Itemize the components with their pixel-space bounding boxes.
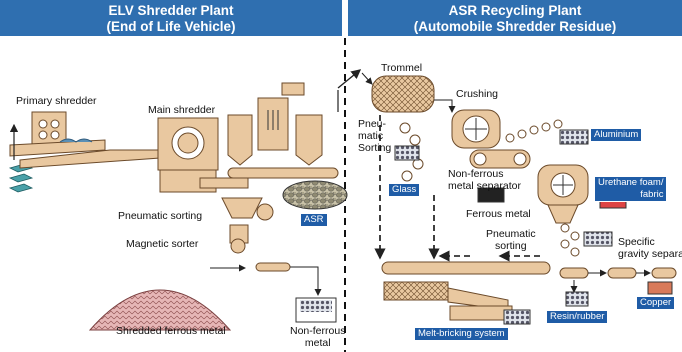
elv-header-title: ELV Shredder Plant xyxy=(0,3,342,19)
glass-bin xyxy=(395,146,419,160)
trommel-machine xyxy=(362,73,434,112)
melt-bricking-machine xyxy=(384,282,530,324)
label-matic: matic xyxy=(358,130,391,142)
asr-header-subtitle: (Automobile Shredder Residue) xyxy=(348,19,682,35)
box-glass: Glass xyxy=(388,183,420,197)
label-sorting: Sorting xyxy=(358,142,391,154)
primary-shredder-machine xyxy=(10,112,105,156)
label-ferrous-metal: Ferrous metal xyxy=(466,208,531,220)
label-pneumatic-sorting-b: Pneumatic sorting xyxy=(486,228,536,252)
belt-conveyor xyxy=(228,168,338,178)
asr-header-title: ASR Recycling Plant xyxy=(348,3,682,19)
label-non-ferrous-separator: Non-ferrous metal separator xyxy=(448,168,521,192)
pneumatic-sorting-column-b xyxy=(561,224,579,256)
label-specific: Specific xyxy=(618,236,682,248)
box-urethane: Urethane foam/ fabric xyxy=(594,176,667,202)
non-ferrous-separator-machine xyxy=(470,150,530,168)
label-non-ferrous-line1: Non-ferrous xyxy=(290,325,345,337)
label-shredded-ferrous-metal: Shredded ferrous metal xyxy=(116,325,226,337)
specific-gravity-bin xyxy=(584,232,612,246)
label-non-ferrous-metal: Non-ferrous metal xyxy=(290,325,345,349)
label-pneumatic-b-line1: Pneumatic xyxy=(486,228,536,240)
label-pneumatic-sorting: Pneumatic sorting xyxy=(118,210,202,222)
urethane-separator-machine xyxy=(538,165,588,223)
label-gravity-separator: gravity separator xyxy=(618,248,682,260)
box-resin-rubber: Resin/rubber xyxy=(546,310,608,324)
box-copper: Copper xyxy=(636,296,675,310)
label-specific-gravity: Specific gravity separator xyxy=(618,236,682,260)
label-pneumatic-sorting-a: Pneu- matic Sorting xyxy=(358,118,391,154)
label-magnetic-sorter: Magnetic sorter xyxy=(126,238,198,250)
label-pneumatic-b-line2: sorting xyxy=(486,240,536,252)
copper-bin xyxy=(648,282,672,294)
label-crushing: Crushing xyxy=(456,88,498,100)
conveyor-chain-a xyxy=(506,120,562,142)
label-non-ferrous-line2: metal xyxy=(290,337,345,349)
cyclone-separators xyxy=(228,83,322,165)
pneumatic-sorting-machine xyxy=(222,198,273,243)
label-primary-shredder: Primary shredder xyxy=(16,95,97,107)
crushing-machine xyxy=(452,110,500,148)
shredded-ferrous-pile xyxy=(90,290,230,330)
asr-plant-header: ASR Recycling Plant (Automobile Shredder… xyxy=(348,0,682,36)
label-separator-line2: metal separator xyxy=(448,180,521,192)
box-asr: ASR xyxy=(300,213,328,227)
box-melt-bricking: Melt-bricking system xyxy=(414,327,509,341)
conveyor-long xyxy=(382,262,550,274)
box-aluminium: Aluminium xyxy=(590,128,642,142)
magnetic-sorter-machine xyxy=(210,239,290,271)
box-urethane-line1: Urethane foam/ xyxy=(598,177,663,189)
resin-bin xyxy=(566,292,588,306)
asr-pile xyxy=(283,181,347,209)
label-trommel: Trommel xyxy=(381,62,422,74)
label-main-shredder: Main shredder xyxy=(148,104,215,116)
elv-header-subtitle: (End of Life Vehicle) xyxy=(0,19,342,35)
elv-plant-header: ELV Shredder Plant (End of Life Vehicle) xyxy=(0,0,342,36)
label-pneu: Pneu- xyxy=(358,118,391,130)
aluminium-bin xyxy=(560,130,588,144)
box-urethane-line2: fabric xyxy=(598,189,663,201)
label-separator-line1: Non-ferrous xyxy=(448,168,521,180)
